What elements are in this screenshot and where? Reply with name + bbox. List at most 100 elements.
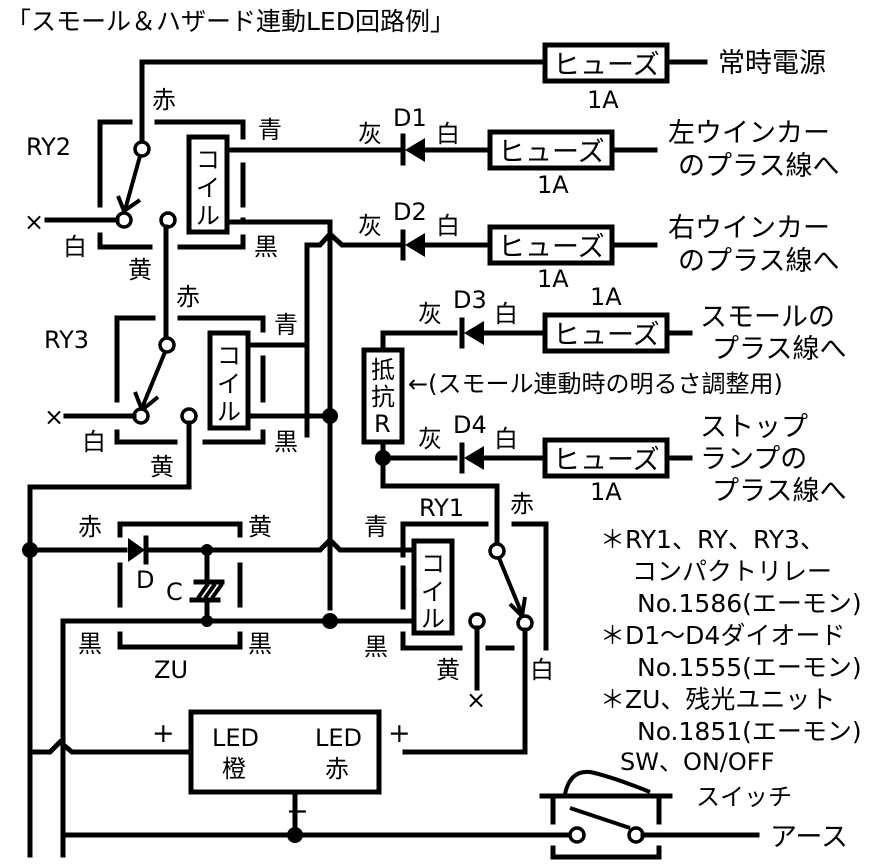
ry3-yellow-label: 黄 <box>150 453 174 481</box>
fuse-stop <box>542 437 670 479</box>
ry2-white-label: 白 <box>63 233 87 261</box>
d3-anode-label: 白 <box>494 300 518 328</box>
ry3-frame-bottom <box>114 429 266 445</box>
ry1-coil-text-2: イ <box>421 578 445 606</box>
led-right-plus: + <box>388 718 411 749</box>
ry1-white-label: 白 <box>530 656 554 684</box>
ry2-coil-text-2: イ <box>196 174 220 202</box>
d3-label: D3 <box>453 286 487 314</box>
cap-hatch <box>196 582 224 600</box>
switch-frame-top <box>539 793 673 825</box>
zu-label: ZU <box>154 656 188 684</box>
ry3-black-label: 黒 <box>274 428 298 456</box>
ry2-red-label: 赤 <box>152 86 176 114</box>
junction-left-rail <box>22 542 38 558</box>
d3-cathode-label: 灰 <box>418 300 442 328</box>
led-right-top: LED <box>315 724 362 752</box>
ry2-yellow-label: 黄 <box>128 256 152 284</box>
small-label-2: プラス線へ <box>712 334 846 365</box>
fuse-right-rating: 1A <box>537 265 569 293</box>
zu-red-label: 赤 <box>78 513 102 541</box>
d4-anode-label: 白 <box>494 425 518 453</box>
ry1-common-wire <box>380 455 500 548</box>
ry2-label: RY2 <box>26 133 71 161</box>
d2-diode <box>405 233 425 257</box>
led-left-plus: + <box>152 718 175 749</box>
ry1-white-wire <box>402 627 528 755</box>
d1-anode-label: 白 <box>436 120 460 148</box>
fuse-small-rating: 1A <box>590 283 622 311</box>
constant-power-label: 常時電源 <box>718 48 826 79</box>
cap-label: C <box>166 578 183 606</box>
ry1-frame-bottom <box>400 631 515 651</box>
junction-ground <box>287 827 303 843</box>
ry2-switch-arm <box>123 155 142 211</box>
ry2-coil-black-wire <box>224 219 333 611</box>
resistor-text-3: R <box>374 410 391 438</box>
resistor-text-2: 抗 <box>371 383 395 411</box>
ry2-coil-text-1: コ <box>196 146 220 174</box>
switch-lever <box>563 769 651 795</box>
d2-cathode-label: 灰 <box>358 212 382 240</box>
junction-common-black <box>322 613 338 629</box>
ry1-common-terminal <box>488 542 506 560</box>
switch-frame-bottom <box>550 845 662 860</box>
ry3-label: RY3 <box>44 326 89 354</box>
junction-ry3-black <box>322 408 338 424</box>
ry3-nc-mark: × <box>44 403 64 431</box>
ry3-switch-arm <box>140 351 167 409</box>
zu-diode-label: D <box>136 566 154 594</box>
led-right-bottom: 赤 <box>325 755 349 783</box>
stop-label-1: ストップ <box>700 412 808 443</box>
note-4: ＊D1〜D4ダイオード <box>600 621 845 650</box>
ry1-frame-top <box>400 521 489 558</box>
resistor-top-wire <box>380 330 458 353</box>
ry1-switch-arm <box>497 557 524 615</box>
resistor-note: ←(スモール連動時の明るさ調整用) <box>408 370 783 398</box>
fuse-left-label: ヒューズ <box>498 137 605 168</box>
fuse-constant-rating: 1A <box>587 86 619 114</box>
ry1-red-label: 赤 <box>510 490 534 518</box>
led-unit <box>188 709 382 795</box>
fuse-small-label: ヒューズ <box>553 320 660 351</box>
ry1-label: RY1 <box>419 494 464 522</box>
ry3-coil-blue-wire <box>304 230 403 438</box>
small-label-1: スモールの <box>700 302 835 333</box>
ry3-coil <box>207 330 251 431</box>
fuse-constant-label: ヒューズ <box>553 50 660 81</box>
diagram-title: 「スモール＆ハザード連動LED回路例」 <box>6 7 455 36</box>
ry2-blue-label: 青 <box>258 116 282 144</box>
left-winker-label-1: 左ウインカー <box>668 118 830 149</box>
stop-label-3: プラス線へ <box>712 476 846 507</box>
ry3-coil-text-2: イ <box>217 370 241 398</box>
ry2-nc-mark: × <box>24 208 44 236</box>
fuse-right-label: ヒューズ <box>498 232 605 263</box>
fuse-left-rating: 1A <box>537 171 569 199</box>
ry3-yellow-wire <box>27 420 192 858</box>
ground-label: アース <box>770 822 848 853</box>
ry2-frame-left <box>97 119 133 208</box>
ry3-frame-top <box>177 315 266 333</box>
ry1-yellow-label: 黄 <box>436 656 460 684</box>
note-2: コンパクトリレー <box>632 557 832 586</box>
ry1-coil <box>411 538 455 636</box>
resistor-text-1: 抵 <box>371 356 395 384</box>
zu-black-right-label: 黒 <box>248 630 272 658</box>
zu-diode <box>128 538 145 562</box>
ry1-nc-mark: × <box>466 686 486 714</box>
d1-label: D1 <box>393 104 427 132</box>
fuse-left-winker <box>487 129 615 171</box>
left-winker-label-2: のプラス線へ <box>678 151 839 182</box>
ry2-black-label: 黒 <box>254 233 278 261</box>
note-7: No.1851(エーモン) <box>637 717 862 746</box>
ry3-coil-text-1: コ <box>217 342 241 370</box>
ry1-coil-text-1: コ <box>421 550 445 578</box>
ry1-frame-right <box>511 521 549 651</box>
switch-terminal-left <box>568 826 586 844</box>
ry1-black-label: 黒 <box>364 633 388 661</box>
fuse-stop-rating: 1A <box>590 478 622 506</box>
ry2-coil <box>186 134 230 235</box>
cap-plates <box>189 579 225 603</box>
zu-frame-sides <box>117 562 243 608</box>
ry2-frame-top <box>154 119 246 140</box>
